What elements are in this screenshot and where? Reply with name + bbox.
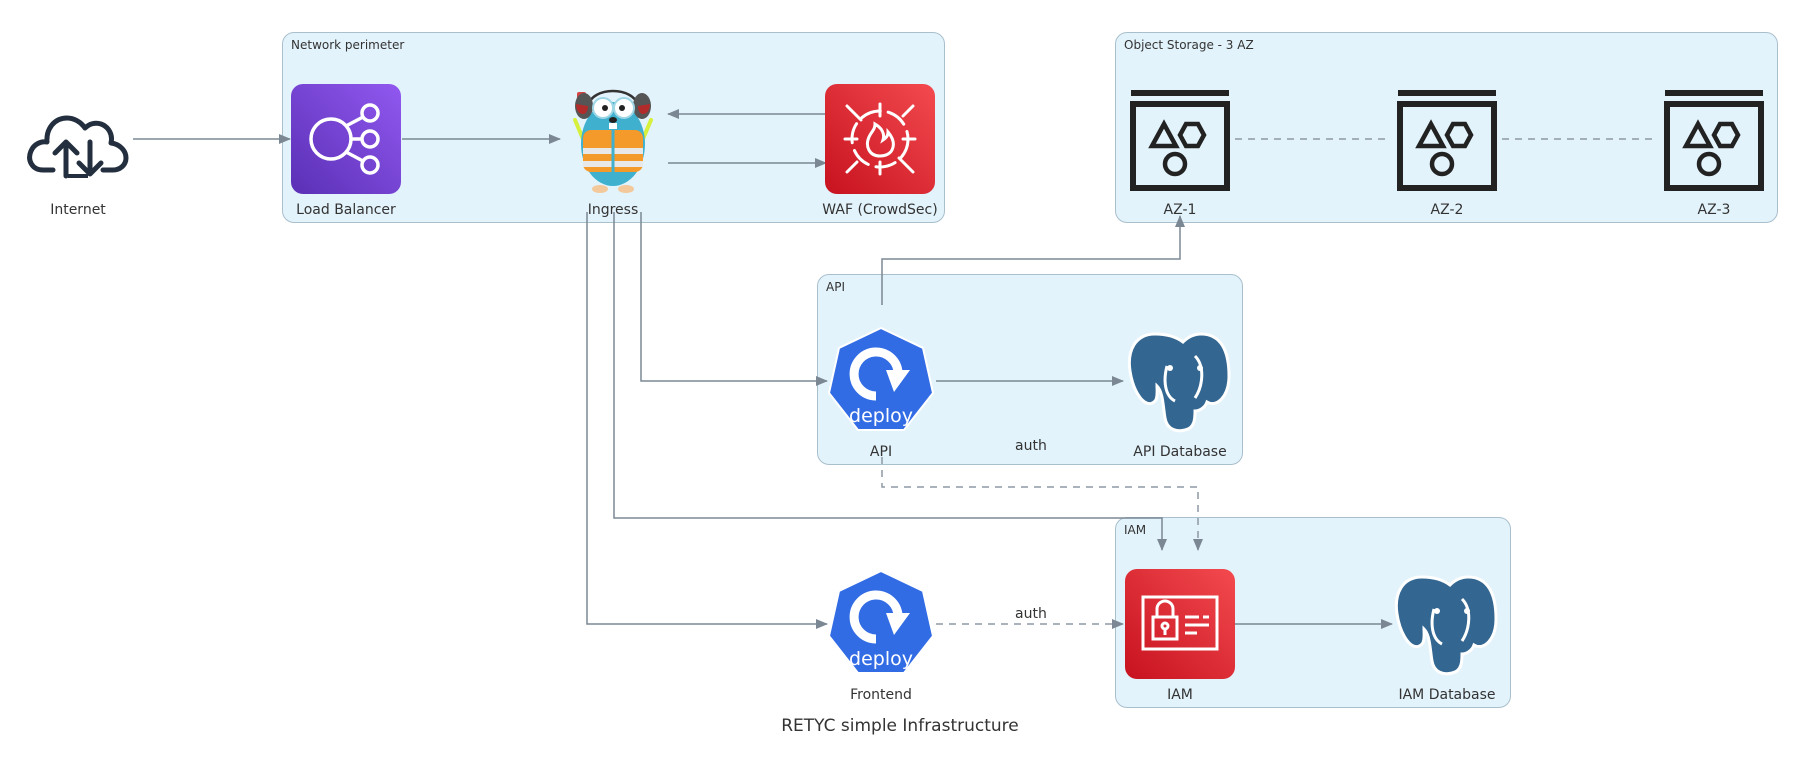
edge-api-to-az1 bbox=[881, 215, 1185, 305]
identity-card-lock-icon bbox=[1125, 569, 1235, 679]
node-az2[interactable]: AZ-2 bbox=[1382, 84, 1512, 218]
node-label: API bbox=[869, 444, 893, 460]
load-balancer-icon bbox=[291, 84, 401, 194]
node-ingress[interactable]: Ingress bbox=[548, 84, 678, 218]
node-az3[interactable]: AZ-3 bbox=[1649, 84, 1779, 218]
edge-api-to-iam-auth bbox=[881, 457, 1203, 551]
node-label: WAF (CrowdSec) bbox=[822, 202, 938, 218]
node-label: AZ-2 bbox=[1430, 202, 1464, 218]
node-label: Frontend bbox=[850, 687, 912, 703]
cluster-label: IAM bbox=[1124, 523, 1147, 537]
node-label: Load Balancer bbox=[296, 202, 396, 218]
node-label: Internet bbox=[50, 202, 106, 218]
object-storage-bucket-icon bbox=[1397, 90, 1497, 191]
node-api[interactable]: deploy API bbox=[816, 326, 946, 460]
object-storage-bucket-icon bbox=[1664, 90, 1764, 191]
node-frontend[interactable]: deploy Frontend bbox=[816, 569, 946, 703]
node-label: Ingress bbox=[587, 202, 639, 218]
node-label: AZ-1 bbox=[1163, 202, 1197, 218]
node-label: AZ-3 bbox=[1697, 202, 1731, 218]
edge-label-auth-api: auth bbox=[1015, 438, 1047, 454]
k8s-deploy-icon: deploy bbox=[827, 326, 935, 431]
firewall-icon bbox=[825, 84, 935, 194]
cluster-label: Object Storage - 3 AZ bbox=[1124, 38, 1254, 52]
node-api-database[interactable]: API Database bbox=[1115, 326, 1245, 460]
postgresql-elephant-icon bbox=[1394, 575, 1498, 676]
node-label: API Database bbox=[1133, 444, 1227, 460]
node-iam[interactable]: IAM bbox=[1115, 569, 1245, 703]
postgresql-elephant-icon bbox=[1127, 332, 1231, 433]
deploy-badge-text: deploy bbox=[849, 648, 913, 670]
edge-ingress-to-api bbox=[640, 212, 828, 386]
node-label: IAM Database bbox=[1398, 687, 1496, 703]
edge-ingress-to-iam bbox=[613, 212, 1167, 551]
k8s-deploy-icon: deploy bbox=[827, 569, 935, 674]
node-az1[interactable]: AZ-1 bbox=[1115, 84, 1245, 218]
cluster-label: API bbox=[826, 280, 845, 294]
diagram-title: RETYC simple Infrastructure bbox=[781, 716, 1019, 736]
node-waf[interactable]: WAF (CrowdSec) bbox=[815, 84, 945, 218]
object-storage-bucket-icon bbox=[1130, 90, 1230, 191]
node-iam-database[interactable]: IAM Database bbox=[1382, 569, 1512, 703]
node-internet[interactable]: Internet bbox=[13, 84, 143, 218]
gopher-ingress-icon bbox=[573, 89, 653, 193]
node-label: IAM bbox=[1167, 687, 1193, 703]
edge-label-auth-frontend: auth bbox=[1015, 606, 1047, 622]
edge-ingress-to-frontend bbox=[586, 212, 828, 629]
node-load-balancer[interactable]: Load Balancer bbox=[281, 84, 411, 218]
cluster-label: Network perimeter bbox=[291, 38, 405, 52]
cloud-upload-download-icon bbox=[27, 115, 129, 179]
deploy-badge-text: deploy bbox=[849, 405, 913, 427]
